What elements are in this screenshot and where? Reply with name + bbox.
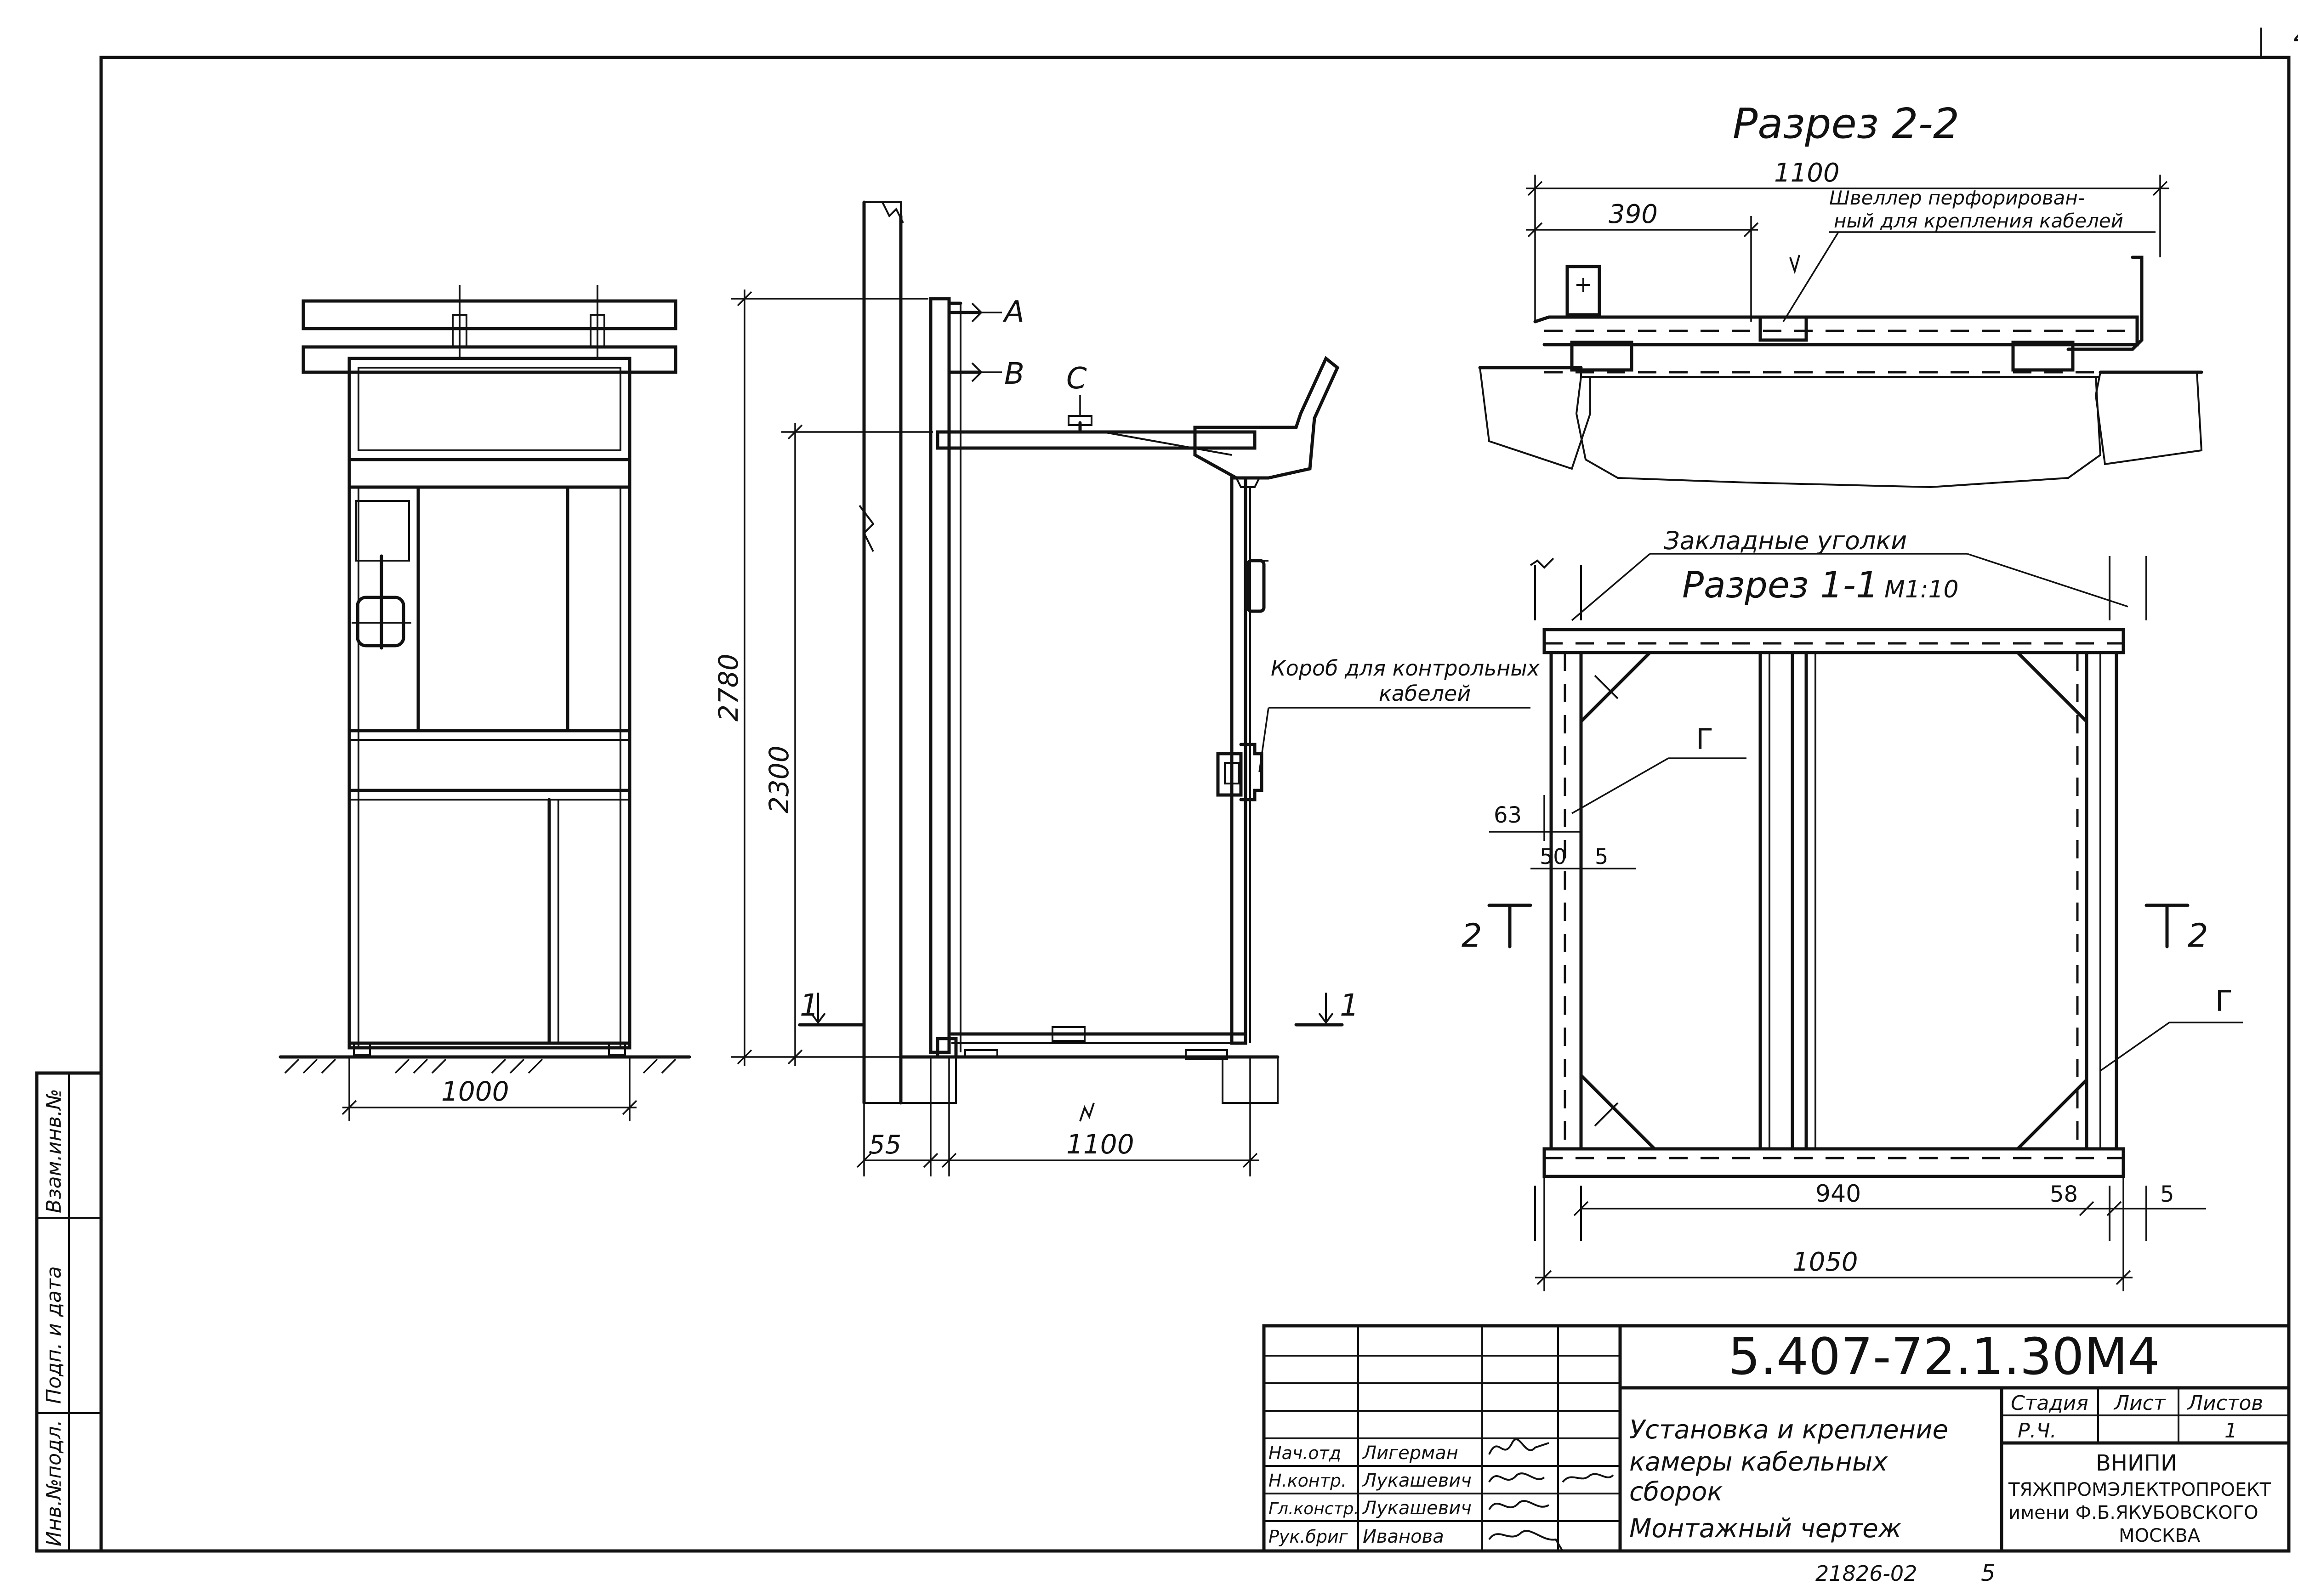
section-11-label-g-top: Г bbox=[1696, 722, 1713, 756]
section-11-cut-left: 2 bbox=[1462, 917, 1482, 954]
sig-role-3: Гл.констр. bbox=[1268, 1499, 1359, 1518]
section-11-label-g-bottom: Г bbox=[2215, 984, 2233, 1018]
corner-number: 4 bbox=[2293, 19, 2298, 53]
footer-number: 21826-02 bbox=[1815, 1561, 1917, 1586]
org-line-3: имени Ф.Б.ЯКУБОВСКОГО bbox=[2008, 1502, 2258, 1523]
sig-name-1: Лигерман bbox=[1362, 1443, 1458, 1464]
stage-header: Стадия bbox=[2011, 1392, 2088, 1415]
doc-code: 5.407-72.1.30М4 bbox=[1728, 1327, 2160, 1386]
section-11-dim-940: 940 bbox=[1815, 1180, 1861, 1208]
section-11-callout-angles: Закладные уголки bbox=[1664, 526, 1907, 555]
sig-name-3: Лукашевич bbox=[1362, 1498, 1472, 1519]
sig-role-2: Н.контр. bbox=[1268, 1471, 1347, 1491]
front-view: 1000 bbox=[279, 285, 691, 1121]
org-line-1: ВНИПИ bbox=[2096, 1450, 2177, 1476]
side-section-mark-right: 1 bbox=[1340, 988, 1359, 1023]
sig-name-2: Лукашевич bbox=[1362, 1470, 1472, 1491]
section-11-dim-58: 58 bbox=[2050, 1181, 2078, 1207]
side-dim-height-inner: 2300 bbox=[763, 745, 795, 813]
org-line-4: МОСКВА bbox=[2119, 1525, 2201, 1546]
section-22-callout-2: ный для крепления кабелей bbox=[1834, 210, 2123, 232]
side-dim-depth: 1100 bbox=[1066, 1129, 1134, 1160]
side-dim-height-total: 2780 bbox=[713, 653, 744, 721]
stamp-sign-label: Подп. и дата bbox=[42, 1266, 66, 1404]
section-2-2: Разрез 2-2 1100 390 Швеллер перфорирован… bbox=[1478, 100, 2203, 488]
title-block: 5.407-72.1.30М4 Стадия Лист Листов Р.Ч. … bbox=[1262, 1324, 2291, 1586]
sheets-value: 1 bbox=[2224, 1419, 2237, 1443]
section-22-dim-total: 1100 bbox=[1774, 158, 1840, 188]
side-label-c: C bbox=[1066, 362, 1087, 396]
stage-value: Р.Ч. bbox=[2018, 1419, 2057, 1443]
sig-role-1: Нач.отд bbox=[1268, 1443, 1341, 1463]
sheet-header: Лист bbox=[2113, 1392, 2166, 1415]
doc-title-4: Монтажный чертеж bbox=[1629, 1514, 1901, 1544]
sheets-header: Листов bbox=[2187, 1392, 2263, 1415]
side-callout-cable-box-1: Короб для контрольных bbox=[1271, 656, 1540, 681]
sig-name-4: Иванова bbox=[1363, 1526, 1444, 1547]
handwritten-signatures bbox=[1488, 1438, 1614, 1552]
stamp-inv-label: Инв.№подл. bbox=[42, 1420, 66, 1546]
section-22-callout-1: Швеллер перфорирован- bbox=[1829, 187, 2085, 209]
doc-title-2: камеры кабельных bbox=[1629, 1447, 1888, 1477]
org-line-2: ТЯЖПРОМЭЛЕКТРОПРОЕКТ bbox=[2008, 1479, 2271, 1500]
section-11-dim-1050: 1050 bbox=[1792, 1247, 1858, 1277]
sig-role-4: Рук.бриг bbox=[1268, 1527, 1348, 1547]
side-view: A B C 1 bbox=[713, 200, 1540, 1176]
side-dim-offset: 55 bbox=[869, 1130, 901, 1160]
section-11-dim-50: 50 bbox=[1540, 844, 1567, 869]
section-11-dim-63: 63 bbox=[1494, 802, 1522, 828]
section-22-dim-part: 390 bbox=[1609, 199, 1658, 229]
front-dim-width: 1000 bbox=[441, 1076, 509, 1107]
side-label-a: A bbox=[1002, 295, 1024, 329]
section-22-title: Разрез 2-2 bbox=[1733, 100, 1959, 148]
doc-title-1: Установка и крепление bbox=[1629, 1415, 1948, 1445]
stamp-replace-label: Взам.инв.№ bbox=[42, 1089, 66, 1213]
side-label-b: B bbox=[1004, 357, 1024, 391]
section-11-title: Разрез 1-1 bbox=[1682, 565, 1878, 606]
side-stamp: Инв.№подл. Подп. и дата Взам.инв.№ bbox=[35, 1071, 103, 1553]
footer-page: 5 bbox=[1981, 1560, 1996, 1586]
section-11-scale: М1:10 bbox=[1884, 576, 1959, 603]
sheet-frame: 4 bbox=[99, 19, 2298, 1553]
doc-title-3: сборок bbox=[1629, 1477, 1723, 1507]
side-callout-cable-box-2: кабелей bbox=[1379, 681, 1471, 706]
side-section-mark-left: 1 bbox=[800, 988, 819, 1023]
section-11-dim-5-left: 5 bbox=[1595, 844, 1608, 869]
section-11-dim-5-right: 5 bbox=[2160, 1181, 2174, 1207]
section-1-1: Закладные уголки Разрез 1-1 М1:10 bbox=[1462, 526, 2243, 1291]
section-11-cut-right: 2 bbox=[2188, 917, 2208, 954]
